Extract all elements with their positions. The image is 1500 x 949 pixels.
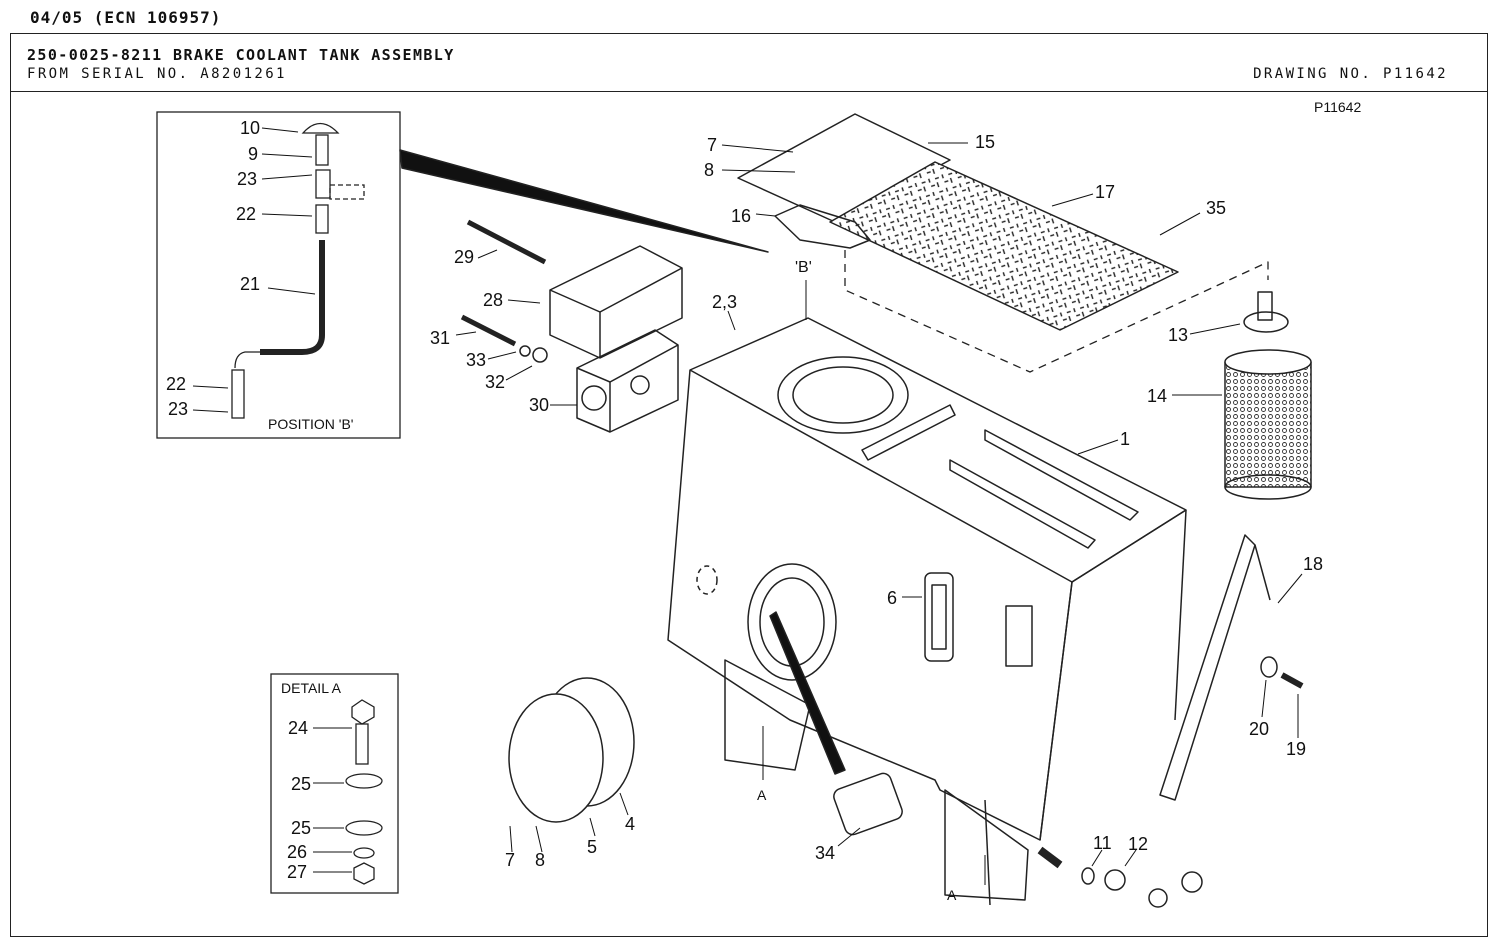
left-foot: [724, 659, 811, 771]
side-block: [1005, 605, 1033, 667]
callout-28: 28: [483, 290, 503, 310]
bolt-31: [460, 314, 517, 347]
cap-12: [1104, 869, 1126, 891]
tank-body: [667, 317, 1187, 841]
cover-plate: [737, 113, 951, 223]
bolt-29: [466, 219, 547, 265]
side-guard: [1159, 534, 1256, 801]
sight-gauge: [924, 572, 954, 662]
top-ridge-2: [984, 429, 1139, 521]
callout-15: 15: [975, 132, 995, 152]
callout-18: 18: [1303, 554, 1323, 574]
callout-4: 4: [625, 814, 635, 834]
o-ring-11: [1081, 867, 1095, 885]
callout-22: 22: [166, 374, 186, 394]
filler-cap: [1243, 311, 1289, 333]
callout-16: 16: [731, 206, 751, 226]
callout-24: 24: [288, 718, 308, 738]
filter-element: [1224, 361, 1312, 488]
callout-32: 32: [485, 372, 505, 392]
callout-35: 35: [1206, 198, 1226, 218]
dashed-port: [696, 565, 718, 595]
callout-8: 8: [535, 850, 545, 870]
cover-gasket: [774, 204, 871, 249]
serial-number: FROM SERIAL NO. A8201261: [27, 66, 287, 82]
callout-20: 20: [1249, 719, 1269, 739]
inset-position-b: [156, 111, 401, 439]
inset-pointer: [399, 149, 769, 253]
drawing-number: DRAWING NO. P11642: [1253, 66, 1448, 82]
callout-27: 27: [287, 862, 307, 882]
callout-9: 9: [248, 144, 258, 164]
callout-21: 21: [240, 274, 260, 294]
callout-26: 26: [287, 842, 307, 862]
washer-20: [1260, 656, 1278, 678]
tank-top-edge: [689, 369, 1187, 583]
header-divider: [10, 91, 1488, 92]
detail-a-box: [270, 673, 399, 894]
callout-25: 25: [291, 774, 311, 794]
callout-14: 14: [1147, 386, 1167, 406]
cover-5: [508, 693, 604, 823]
tank-top-opening: [777, 356, 909, 434]
detail-a-caption: DETAIL A: [281, 680, 342, 696]
callout-8: 8: [704, 160, 714, 180]
callout-23: 23: [237, 169, 257, 189]
callout-23: 23: [168, 399, 188, 419]
right-foot: [944, 789, 1029, 901]
drawing-ref: P11642: [1314, 99, 1361, 115]
valve-block-30: [576, 329, 679, 433]
assembly-title: 250-0025-8211 BRAKE COOLANT TANK ASSEMBL…: [27, 46, 455, 64]
inset-b-caption: POSITION 'B': [268, 416, 353, 432]
breather-pointer: [769, 611, 846, 775]
callout-7: 7: [505, 850, 515, 870]
callout-31: 31: [430, 328, 450, 348]
a-view-right: A: [947, 887, 957, 903]
callout-5: 5: [587, 837, 597, 857]
callout-10: 10: [240, 118, 260, 138]
callout-11: 11: [1093, 833, 1112, 853]
callout-13: 13: [1168, 325, 1188, 345]
callout-29: 29: [454, 247, 474, 267]
callout-30: 30: [529, 395, 549, 415]
valve-block-28: [549, 245, 683, 359]
top-ridge-1: [861, 404, 956, 461]
callout-33: 33: [466, 350, 486, 370]
a-view-left: A: [757, 787, 767, 803]
top-ridge-3: [949, 459, 1096, 549]
callout-7: 7: [707, 135, 717, 155]
side-port-ring: [747, 563, 837, 681]
callout-25: 25: [291, 818, 311, 838]
breather-34: [833, 772, 903, 836]
callout-numbers: 10 9 23 22 21 22 23 24 25 25 26 27 7 8 1…: [166, 118, 1323, 882]
bolt-19: [1280, 672, 1304, 689]
b-view-marker: 'B': [795, 259, 812, 276]
callout-12: 12: [1128, 834, 1148, 854]
callout-34: 34: [815, 843, 835, 863]
callout-2-3: 2,3: [712, 292, 737, 312]
callout-6: 6: [887, 588, 897, 608]
callout-22: 22: [236, 204, 256, 224]
tread-plate: [829, 161, 1179, 331]
callout-17: 17: [1095, 182, 1115, 202]
revision-label: 04/05 (ECN 106957): [30, 8, 222, 27]
cover-dash-outline: [844, 250, 1269, 373]
callout-19: 19: [1286, 739, 1306, 759]
callout-1: 1: [1120, 429, 1130, 449]
drawing-frame: [10, 33, 1488, 937]
